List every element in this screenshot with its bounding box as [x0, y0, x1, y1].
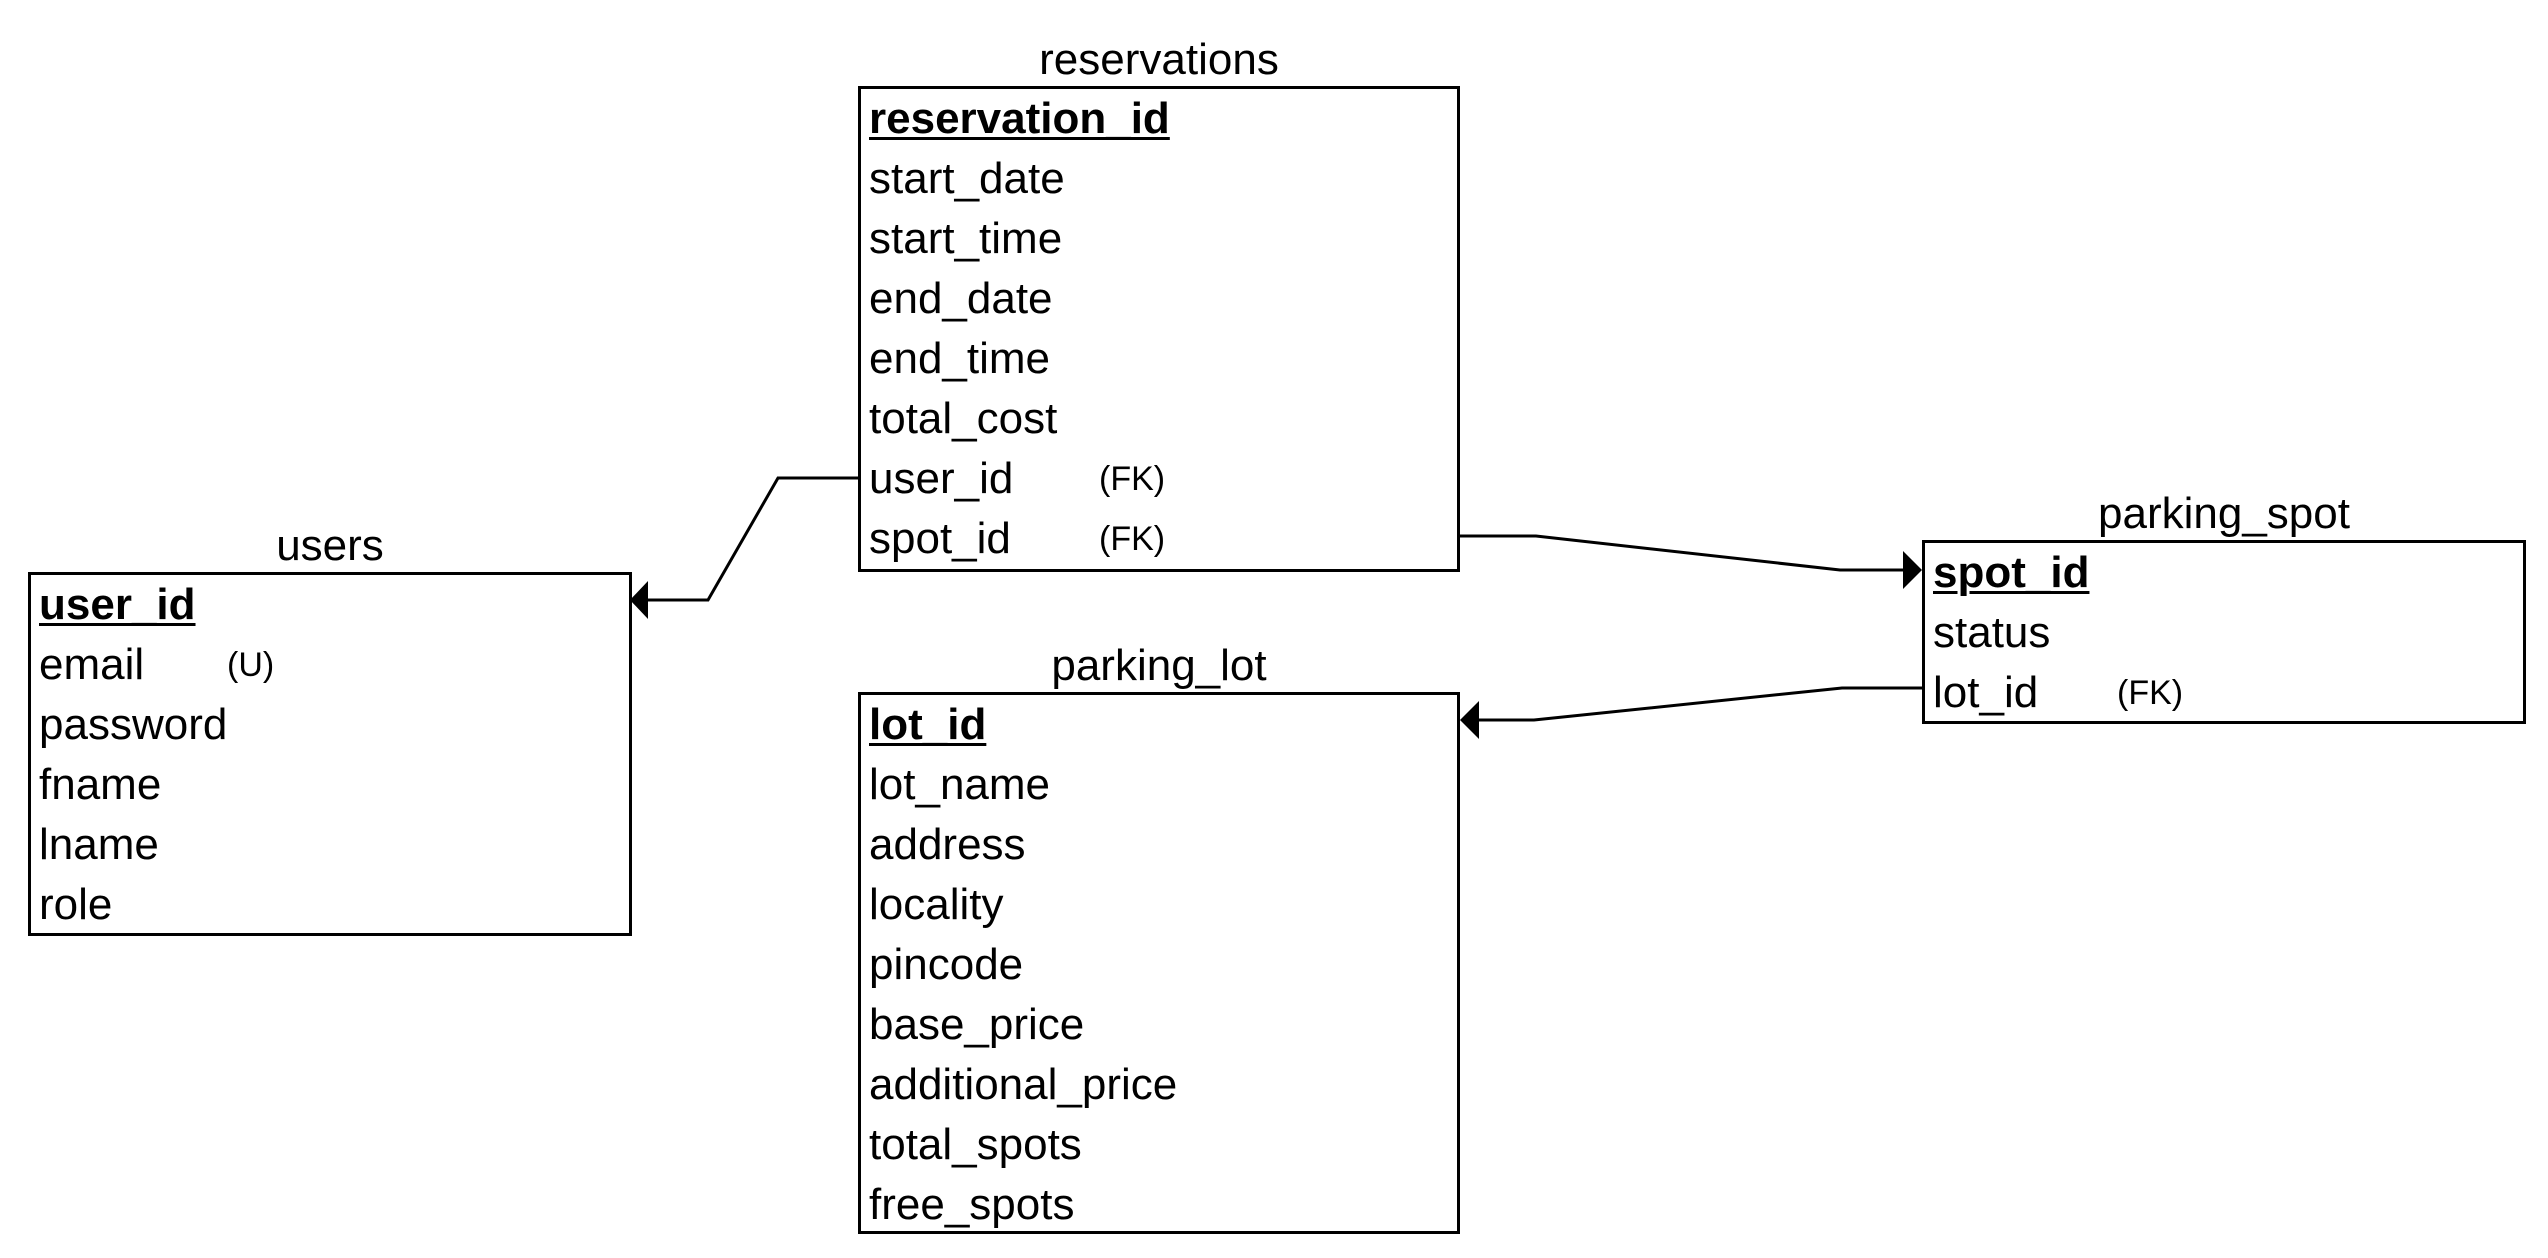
entity-field: base_price — [861, 995, 1457, 1055]
field-name: reservation_id — [869, 94, 1170, 143]
entity-field: additional_price — [861, 1055, 1457, 1115]
entity-title: users — [276, 521, 384, 570]
primary-key-field: lot_id — [861, 695, 1457, 755]
entity-field: status — [1925, 603, 2523, 663]
relationship-parking-spot-parking-lot — [1460, 686, 1922, 739]
field-name: role — [39, 880, 113, 929]
field-name: address — [869, 820, 1026, 869]
arrowhead-icon — [1903, 551, 1922, 589]
field-name: spot_id — [869, 514, 1011, 563]
field-name: start_date — [869, 154, 1065, 203]
entity-field: start_time — [861, 209, 1457, 269]
entity-field: lot_name — [861, 755, 1457, 815]
field-name: fname — [39, 760, 162, 809]
arrowhead-icon — [630, 581, 648, 619]
field-name: pincode — [869, 940, 1024, 989]
entity-field: spot_id (FK) — [861, 509, 1457, 569]
primary-key-field: reservation_id — [861, 89, 1457, 149]
relationship-reservations-parking-spot — [1460, 534, 1922, 589]
field-name: end_time — [869, 334, 1051, 383]
field-name: password — [39, 700, 228, 749]
entity-field: start_date — [861, 149, 1457, 209]
field-name: email — [39, 640, 145, 689]
field-name: end_date — [869, 274, 1053, 323]
field-name: total_spots — [869, 1120, 1082, 1169]
field-constraint-tag: (FK) — [1099, 460, 1166, 498]
field-name: status — [1933, 608, 2051, 657]
field-name: user_id — [869, 454, 1014, 503]
relationship-reservations-users — [630, 476, 858, 619]
field-name: lname — [39, 820, 159, 869]
field-name: total_cost — [869, 394, 1058, 443]
entity-field: pincode — [861, 935, 1457, 995]
entity-field: free_spots — [861, 1175, 1457, 1235]
entity-title: parking_spot — [2098, 489, 2350, 538]
entity-field: address — [861, 815, 1457, 875]
entity-field: end_date — [861, 269, 1457, 329]
field-constraint-tag: (U) — [227, 646, 275, 684]
entity-title: reservations — [1039, 35, 1279, 84]
field-name: lot_id — [869, 700, 987, 749]
field-name: lot_id — [1933, 668, 2039, 717]
field-name: lot_name — [869, 760, 1051, 809]
primary-key-field: user_id — [31, 575, 629, 635]
entity-field: total_spots — [861, 1115, 1457, 1175]
field-constraint-tag: (FK) — [1099, 520, 1166, 558]
entity-title: parking_lot — [1051, 641, 1267, 690]
entity-field: fname — [31, 755, 629, 815]
entity-field: end_time — [861, 329, 1457, 389]
field-name: locality — [869, 880, 1004, 929]
entity-field: lname — [31, 815, 629, 875]
primary-key-field: spot_id — [1925, 543, 2523, 603]
entity-field: user_id (FK) — [861, 449, 1457, 509]
field-name: additional_price — [869, 1060, 1178, 1109]
field-name: user_id — [39, 580, 196, 629]
entity-field: password — [31, 695, 629, 755]
field-name: free_spots — [869, 1180, 1075, 1229]
field-name: start_time — [869, 214, 1063, 263]
entity-field: locality — [861, 875, 1457, 935]
field-name: base_price — [869, 1000, 1085, 1049]
entity-field: total_cost — [861, 389, 1457, 449]
entity-fields: reservation_id start_date start_time end_da… — [858, 86, 1460, 572]
entity-field: email (U) — [31, 635, 629, 695]
entity-field: lot_id (FK) — [1925, 663, 2523, 723]
arrowhead-icon — [1460, 701, 1479, 739]
entity-field: role — [31, 875, 629, 935]
field-constraint-tag: (FK) — [2117, 674, 2184, 712]
field-name: spot_id — [1933, 548, 2090, 597]
